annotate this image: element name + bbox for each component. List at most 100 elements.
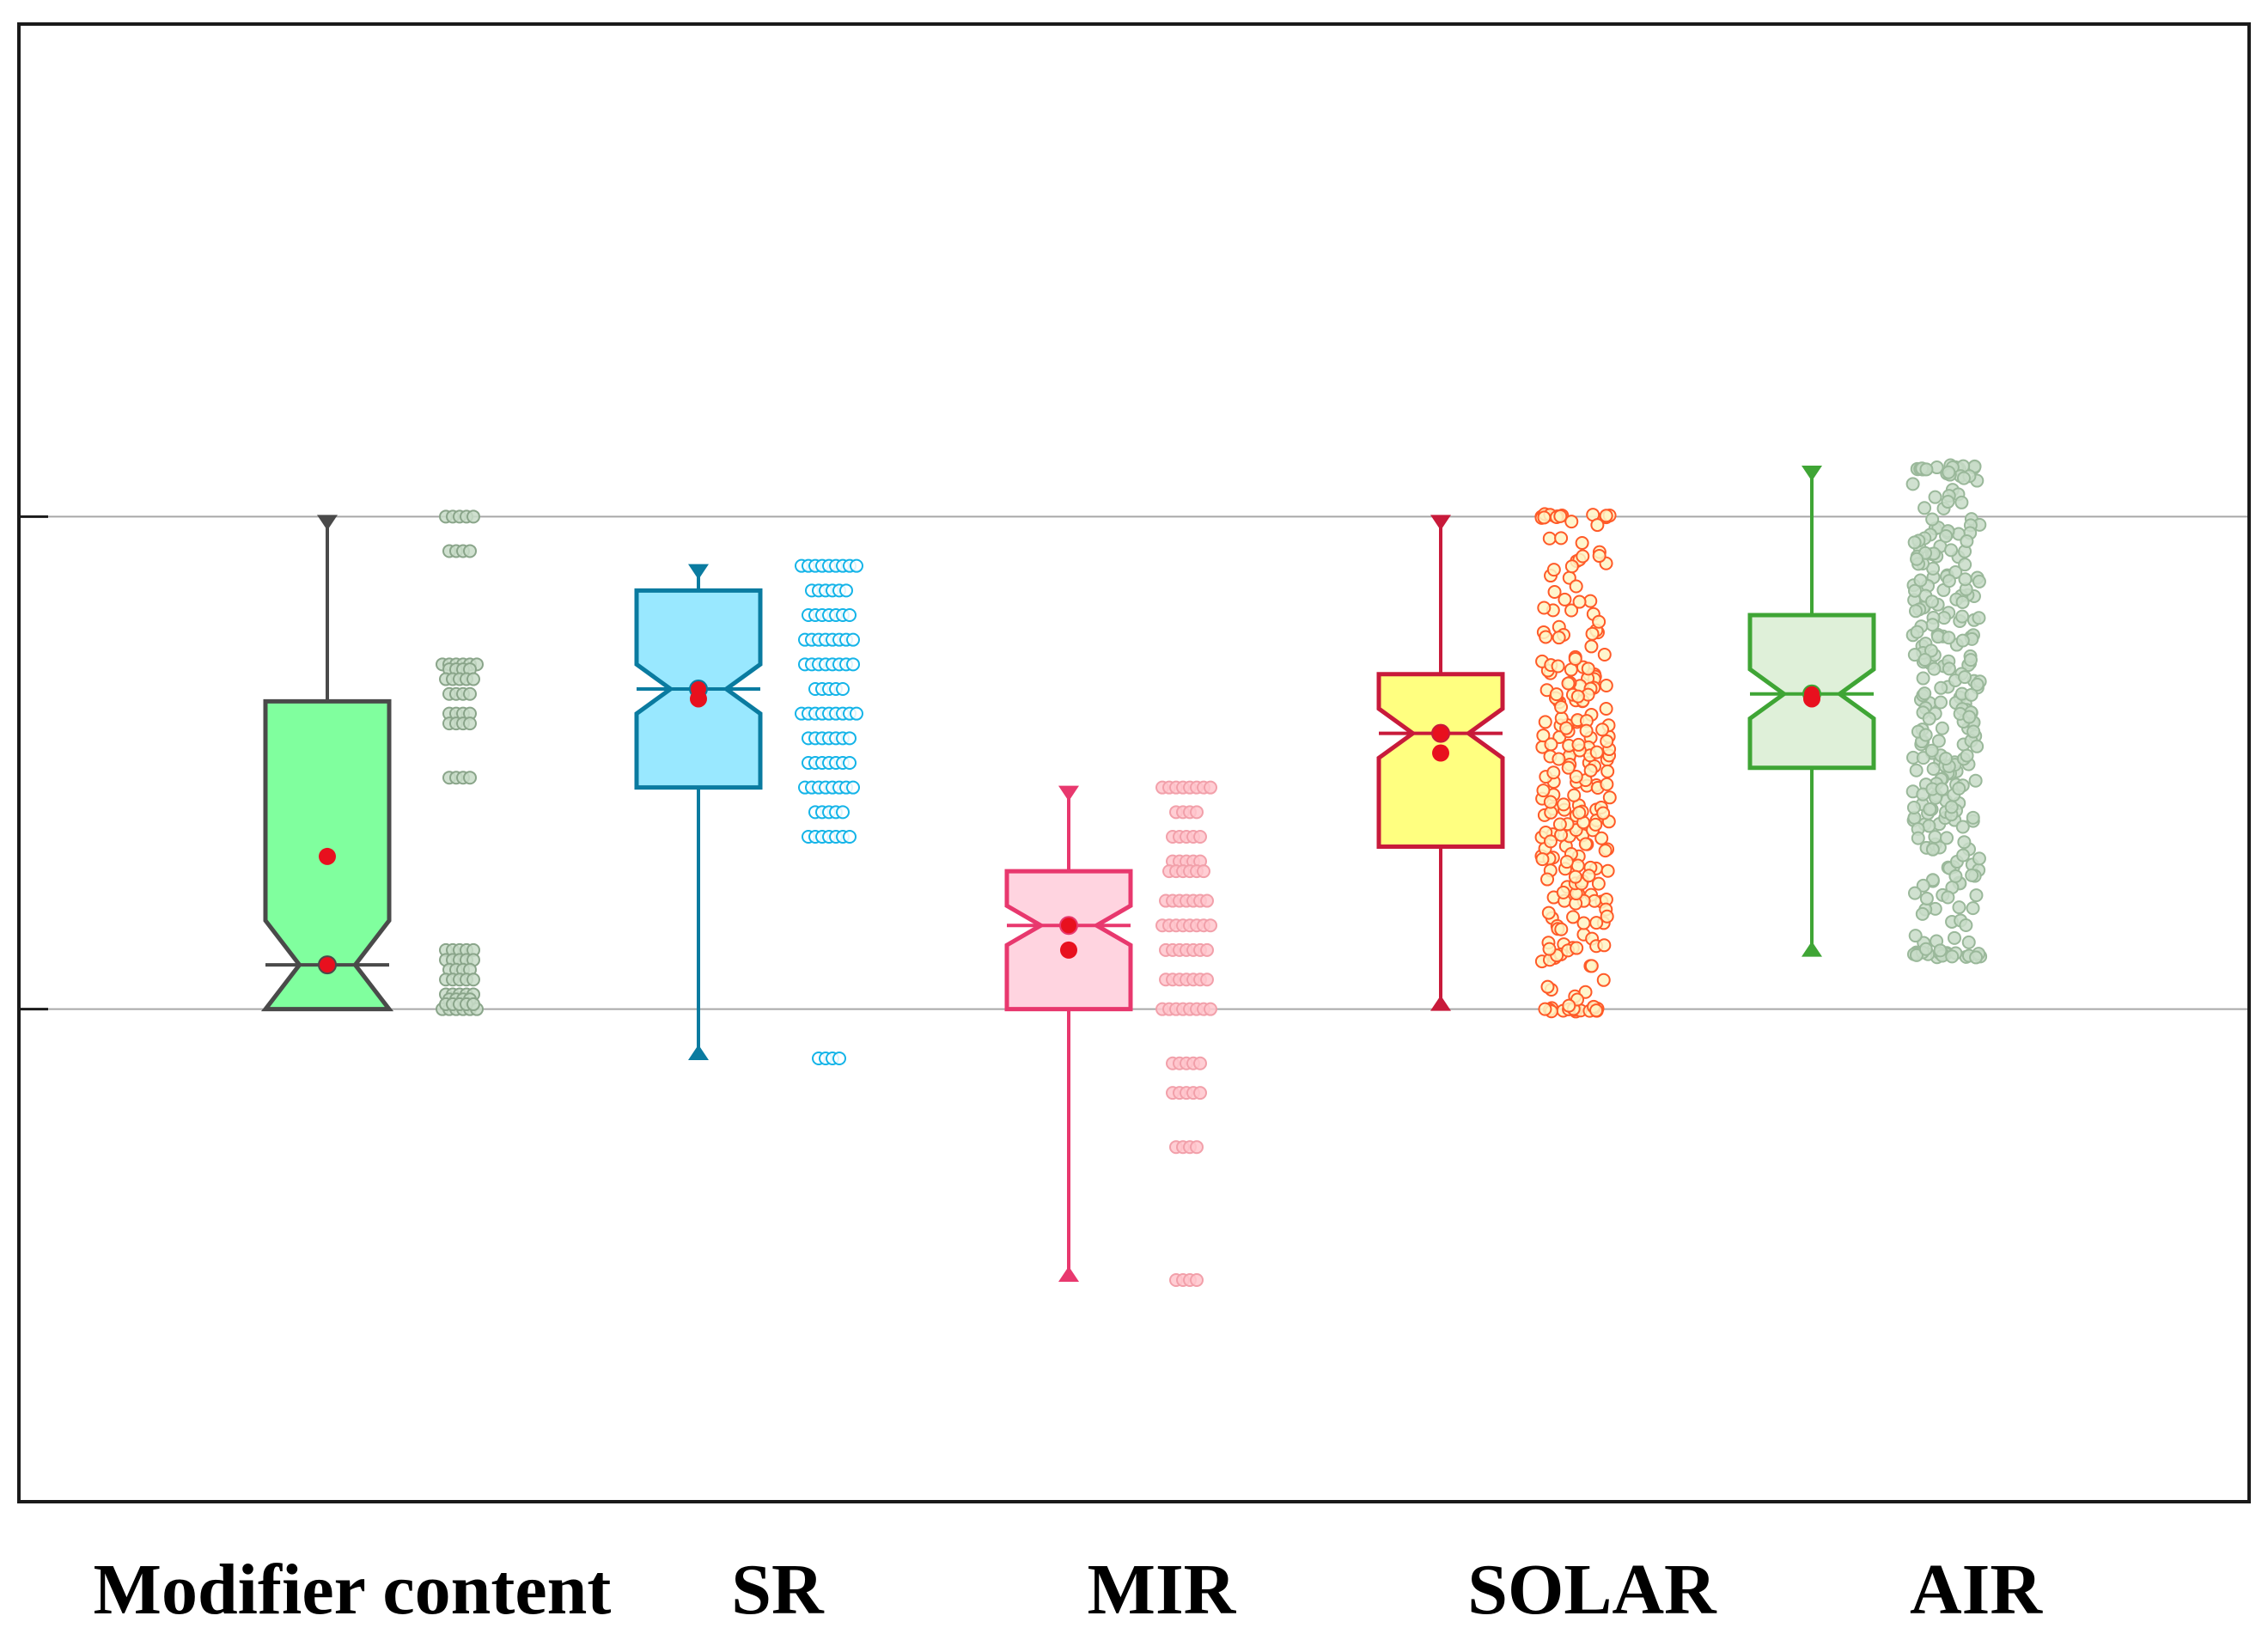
data-point [1200, 972, 1214, 987]
data-point [832, 1052, 846, 1065]
data-point [850, 558, 863, 573]
data-point [1595, 722, 1610, 737]
data-point [1956, 848, 1971, 863]
data-point [1944, 800, 1959, 814]
data-point [836, 805, 850, 820]
category-label-air: AIR [1910, 1550, 2043, 1630]
data-point [1944, 543, 1959, 558]
box-air [1747, 466, 1876, 957]
min-marker [1058, 1266, 1079, 1282]
data-points [436, 458, 1988, 1287]
data-point [1955, 820, 1970, 834]
data-point [1543, 834, 1558, 849]
data-point [1204, 780, 1217, 795]
data-point [1945, 949, 1960, 964]
data-point [1539, 630, 1553, 644]
data-point [463, 716, 477, 731]
data-point [1907, 583, 1922, 598]
data-point [1972, 851, 1986, 866]
data-point [1558, 592, 1572, 607]
median-marker [1431, 723, 1450, 743]
data-point [1955, 633, 1970, 648]
data-point [1599, 509, 1613, 523]
data-point [1590, 518, 1605, 533]
data-point [1204, 1002, 1217, 1016]
data-point [1600, 777, 1614, 791]
data-point [1190, 1140, 1204, 1155]
data-point [1942, 574, 1956, 588]
data-point [839, 583, 853, 598]
min-marker [1430, 995, 1451, 1011]
data-point [1537, 510, 1552, 525]
data-point [1919, 462, 1934, 477]
category-label-modifier-content: Modifier content [94, 1550, 612, 1630]
data-point [1597, 938, 1612, 953]
data-point [1916, 751, 1930, 765]
data-point [1193, 830, 1207, 844]
box-modifier-content [260, 515, 394, 1012]
data-point [1200, 942, 1214, 957]
data-point [1554, 922, 1569, 936]
data-point [1961, 935, 1976, 949]
category-label-solar: SOLAR [1467, 1550, 1717, 1630]
data-point [1952, 781, 1966, 796]
data-point [1931, 734, 1946, 748]
data-point [1535, 852, 1550, 867]
data-point [1969, 888, 1984, 903]
points-mir [1155, 780, 1217, 1287]
max-marker [317, 515, 338, 531]
data-point [1538, 1002, 1552, 1016]
data-point [1559, 855, 1574, 869]
data-point [1569, 769, 1583, 783]
data-point [1941, 890, 1955, 905]
category-labels: Modifier content SR MIR SOLAR AIR [94, 1550, 2044, 1630]
data-point [1538, 715, 1552, 729]
data-point [1907, 886, 1922, 900]
data-point [1190, 1273, 1204, 1287]
data-point [1926, 761, 1941, 776]
data-point [1959, 918, 1973, 933]
data-point [1554, 700, 1569, 715]
data-point [1918, 728, 1933, 742]
data-point [1941, 495, 1955, 509]
data-point [1948, 930, 1961, 945]
data-point [1546, 563, 1561, 577]
data-point [1197, 864, 1210, 879]
mean-marker [319, 847, 336, 865]
data-point [1561, 760, 1576, 775]
data-point [1958, 558, 1972, 572]
data-point [1592, 614, 1606, 629]
max-marker [688, 564, 709, 580]
data-point [1536, 729, 1551, 743]
data-point [1600, 734, 1614, 748]
data-point [1909, 763, 1924, 777]
data-point [846, 657, 860, 672]
data-point [1600, 764, 1615, 778]
data-point [466, 997, 480, 1011]
data-point [1940, 831, 1954, 845]
data-point [1970, 739, 1984, 753]
data-point [1923, 802, 1937, 816]
data-point [1568, 869, 1582, 884]
data-point [1596, 806, 1611, 820]
data-point [1924, 643, 1939, 658]
data-point [1575, 536, 1589, 551]
points-sr [795, 558, 863, 1065]
data-point [850, 706, 863, 721]
data-point [1552, 752, 1566, 766]
data-point [1200, 893, 1214, 908]
data-point [1578, 837, 1593, 851]
max-marker [1058, 785, 1079, 802]
data-point [1591, 876, 1606, 891]
data-point [1570, 689, 1585, 704]
data-point [1925, 618, 1940, 632]
data-point [1576, 549, 1590, 564]
data-point [1928, 490, 1942, 504]
data-point [1589, 1003, 1604, 1018]
data-point [1557, 797, 1571, 812]
data-point [1917, 686, 1932, 701]
data-point [1581, 662, 1595, 676]
data-point [1600, 863, 1615, 878]
data-point [1584, 639, 1599, 654]
